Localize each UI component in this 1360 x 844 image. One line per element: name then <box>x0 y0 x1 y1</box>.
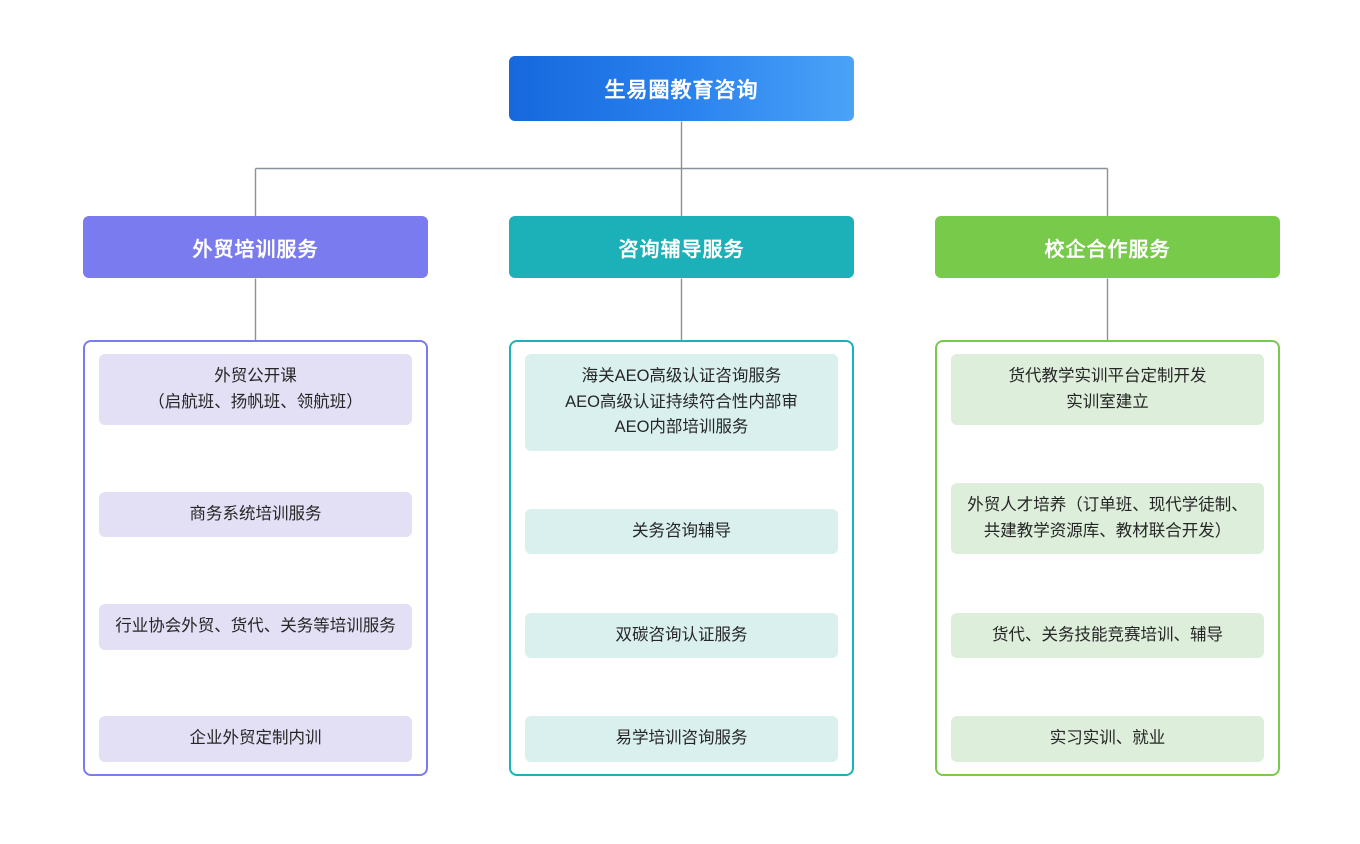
branch-body-school-enterprise: 货代教学实训平台定制开发 实训室建立 外贸人才培养（订单班、现代学徒制、共建教学… <box>935 340 1280 776</box>
service-card[interactable]: 商务系统培训服务 <box>99 491 412 538</box>
service-card[interactable]: 货代、关务技能竞赛培训、辅导 <box>951 612 1264 659</box>
service-card[interactable]: 双碳咨询认证服务 <box>525 612 838 659</box>
service-card[interactable]: 外贸公开课 （启航班、扬帆班、领航班） <box>99 354 412 426</box>
branch-header-label: 外贸培训服务 <box>192 238 319 261</box>
branch-header-label: 咨询辅导服务 <box>618 238 745 261</box>
root-node[interactable]: 生易圈教育咨询 <box>509 56 854 121</box>
branch-header-label: 校企合作服务 <box>1044 238 1171 261</box>
service-card[interactable]: 易学培训咨询服务 <box>525 716 838 762</box>
service-card[interactable]: 海关AEO高级认证咨询服务 AEO高级认证持续符合性内部审 AEO内部培训服务 <box>525 354 838 451</box>
branch-header-training[interactable]: 外贸培训服务 <box>83 216 428 278</box>
branch-header-school-enterprise[interactable]: 校企合作服务 <box>935 216 1280 278</box>
service-card[interactable]: 企业外贸定制内训 <box>99 716 412 762</box>
service-card[interactable]: 关务咨询辅导 <box>525 508 838 555</box>
branch-header-consulting[interactable]: 咨询辅导服务 <box>509 216 854 278</box>
root-node-label: 生易圈教育咨询 <box>604 78 759 102</box>
service-card[interactable]: 货代教学实训平台定制开发 实训室建立 <box>951 354 1264 426</box>
branch-body-training: 外贸公开课 （启航班、扬帆班、领航班） 商务系统培训服务 行业协会外贸、货代、关… <box>83 340 428 776</box>
service-card[interactable]: 行业协会外贸、货代、关务等培训服务 <box>99 604 412 650</box>
service-card[interactable]: 实习实训、就业 <box>951 716 1264 762</box>
branch-column-school-enterprise: 校企合作服务 货代教学实训平台定制开发 实训室建立 外贸人才培养（订单班、现代学… <box>935 216 1280 776</box>
branch-body-consulting: 海关AEO高级认证咨询服务 AEO高级认证持续符合性内部审 AEO内部培训服务 … <box>509 340 854 776</box>
branch-column-consulting: 咨询辅导服务 海关AEO高级认证咨询服务 AEO高级认证持续符合性内部审 AEO… <box>509 216 854 776</box>
branch-column-training: 外贸培训服务 外贸公开课 （启航班、扬帆班、领航班） 商务系统培训服务 行业协会… <box>83 216 428 776</box>
service-card[interactable]: 外贸人才培养（订单班、现代学徒制、共建教学资源库、教材联合开发） <box>951 483 1264 555</box>
